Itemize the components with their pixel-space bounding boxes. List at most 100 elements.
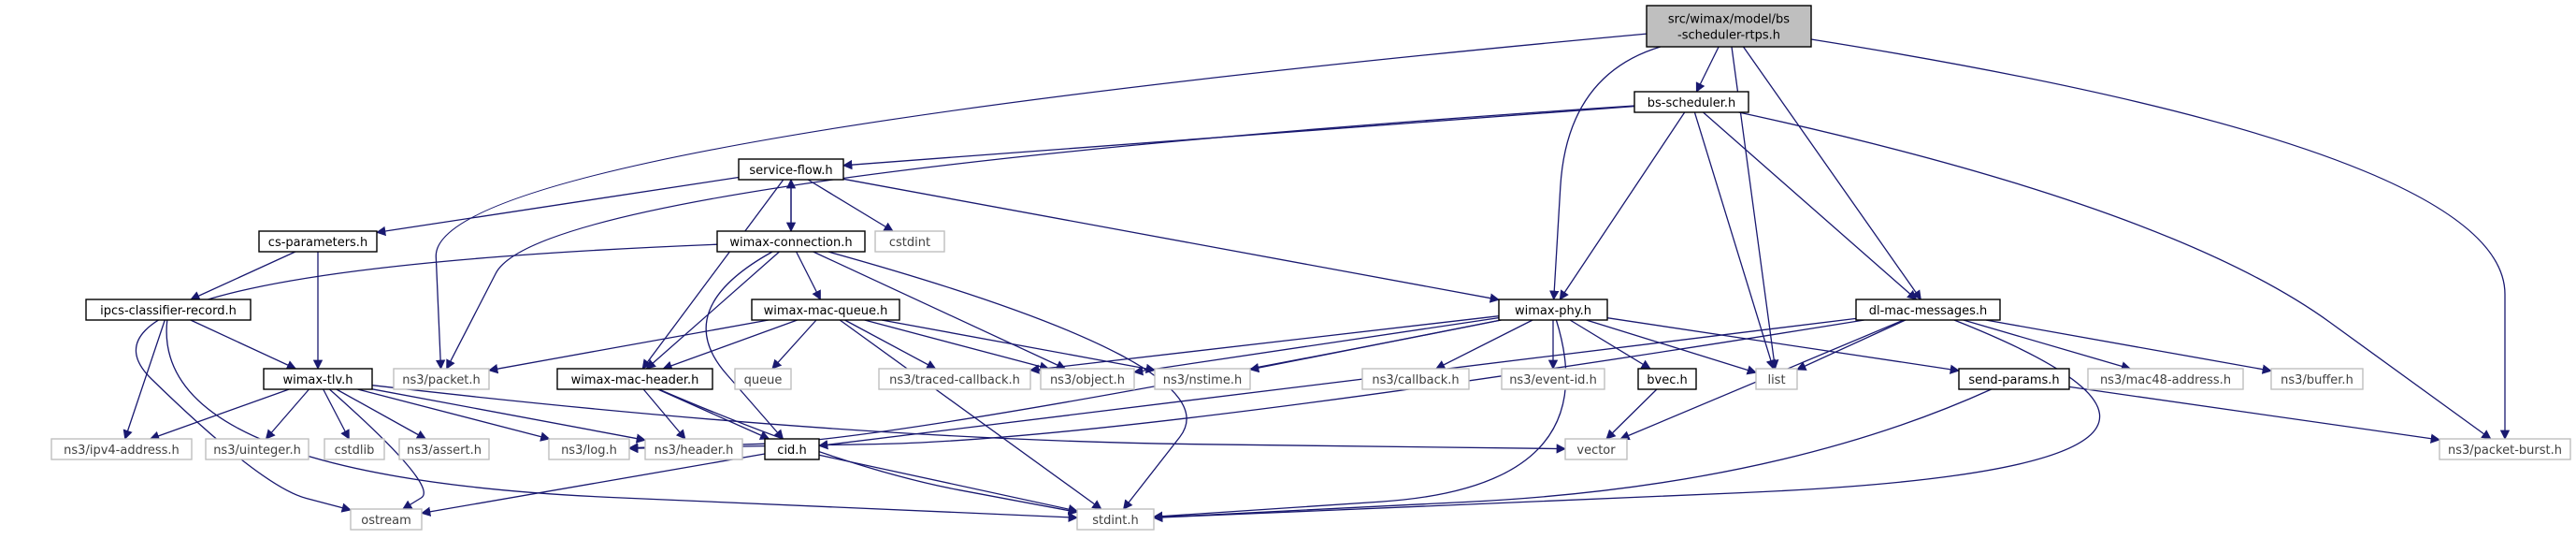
- node-root[interactable]: src/wimax/model/bs -scheduler-rtps.h: [1646, 5, 1812, 48]
- edge-service-flow-to-wimax-mac-header: [641, 179, 784, 370]
- node-box: [263, 368, 373, 390]
- node-label: cstdlib: [335, 444, 375, 458]
- node-cid[interactable]: cid.h: [764, 438, 820, 460]
- node-bvec[interactable]: bvec.h: [1637, 368, 1697, 390]
- node-label: ns3/packet.h: [402, 373, 481, 387]
- edge-wimax-phy-to-bvec: [1569, 319, 1651, 370]
- node-ipcs[interactable]: ipcs-classifier-record.h: [85, 299, 252, 321]
- edge-ipcs-to-wimax-tlv: [190, 319, 297, 370]
- node-box: [1498, 299, 1608, 321]
- edge-root-to-ns3-packet: [435, 33, 1648, 371]
- node-label: -scheduler-rtps.h: [1677, 29, 1780, 43]
- node-wimax-mac-queue[interactable]: wimax-mac-queue.h: [751, 299, 900, 321]
- edge-wimax-mac-queue-to-wimax-mac-header: [662, 319, 798, 371]
- edge-wimax-tlv-to-ns3-assert: [336, 388, 427, 440]
- edge-dl-mac-to-mac48: [1963, 319, 2132, 371]
- node-nstime: ns3/nstime.h: [1154, 368, 1251, 390]
- node-label: src/wimax/model/bs: [1668, 13, 1790, 27]
- node-label: ipcs-classifier-record.h: [100, 304, 237, 318]
- node-label: wimax-mac-header.h: [571, 373, 699, 387]
- node-label: dl-mac-messages.h: [1869, 304, 1988, 318]
- node-label: wimax-mac-queue.h: [764, 304, 888, 318]
- node-label: stdint.h: [1092, 514, 1138, 528]
- node-box: [50, 438, 193, 460]
- node-box: [393, 368, 490, 390]
- node-label: queue: [744, 373, 783, 387]
- node-box: [1646, 5, 1812, 48]
- edge-wimax-mac-queue-to-traced-callback: [844, 319, 937, 370]
- edge-wimax-phy-to-ns3-callback: [1434, 319, 1533, 370]
- node-label: ns3/mac48-address.h: [2100, 373, 2231, 387]
- node-wimax-phy[interactable]: wimax-phy.h: [1498, 299, 1608, 321]
- edge-wimax-mac-header-to-stdint: [658, 388, 1079, 516]
- node-box: [324, 438, 385, 460]
- node-ns3-log: ns3/log.h: [548, 438, 630, 460]
- edge-wimax-mac-header-to-ns3-header: [642, 388, 686, 440]
- edge-service-flow-to-wimax-phy: [842, 178, 1501, 303]
- node-bs-scheduler[interactable]: bs-scheduler.h: [1633, 91, 1749, 113]
- node-box: [1855, 299, 2001, 321]
- node-label: ns3/event-id.h: [1509, 373, 1597, 387]
- node-box: [751, 299, 900, 321]
- edge-wimax-connection-to-wimax-mac-queue: [796, 251, 821, 300]
- node-box: [1637, 368, 1697, 390]
- edge-root-to-wimax-phy: [1549, 46, 1661, 301]
- node-buffer: ns3/buffer.h: [2270, 368, 2364, 390]
- node-packet-burst: ns3/packet-burst.h: [2439, 438, 2571, 460]
- node-label: ns3/uinteger.h: [213, 444, 301, 458]
- node-label: cs-parameters.h: [268, 236, 367, 250]
- edge-wimax-connection-to-wimax-mac-header: [645, 251, 780, 370]
- node-wimax-connection[interactable]: wimax-connection.h: [716, 230, 866, 253]
- node-box: [258, 230, 378, 253]
- node-uinteger: ns3/uinteger.h: [205, 438, 309, 460]
- node-service-flow[interactable]: service-flow.h: [738, 158, 844, 181]
- node-ns3-assert: ns3/assert.h: [398, 438, 490, 460]
- node-box: [734, 368, 792, 390]
- node-cs-parameters[interactable]: cs-parameters.h: [258, 230, 378, 253]
- node-box: [1755, 368, 1798, 390]
- node-cstdint: cstdint: [874, 230, 945, 253]
- node-list: list: [1755, 368, 1798, 390]
- nodes-layer: src/wimax/model/bs -scheduler-rtps.h bs-sc…: [50, 5, 2571, 531]
- edge-wimax-phy-to-ns3-object: [1132, 316, 1500, 376]
- node-box: [1361, 368, 1470, 390]
- edge-wimax-mac-queue-to-queue: [771, 319, 817, 370]
- node-ipv4: ns3/ipv4-address.h: [50, 438, 193, 460]
- node-dl-mac[interactable]: dl-mac-messages.h: [1855, 299, 2001, 321]
- node-label: ns3/assert.h: [407, 444, 482, 458]
- edge-service-flow-to-cs-parameters: [375, 176, 740, 237]
- node-label: bs-scheduler.h: [1648, 96, 1736, 110]
- node-box: [548, 438, 630, 460]
- edge-wimax-mac-queue-to-stdint: [839, 319, 1102, 510]
- node-ostream: ostream: [350, 508, 423, 531]
- node-box: [2270, 368, 2364, 390]
- edge-wimax-tlv-to-vector: [371, 385, 1567, 454]
- edge-ipcs-to-ipv4: [122, 319, 165, 440]
- node-box: [1040, 368, 1135, 390]
- node-label: wimax-phy.h: [1515, 304, 1591, 318]
- node-box: [1564, 438, 1628, 460]
- node-wimax-tlv[interactable]: wimax-tlv.h: [263, 368, 373, 390]
- edge-bs-scheduler-to-list: [1693, 111, 1776, 370]
- node-vector: vector: [1564, 438, 1628, 460]
- node-wimax-mac-header[interactable]: wimax-mac-header.h: [556, 368, 713, 390]
- edge-wimax-connection-to-ostream: [135, 243, 718, 513]
- node-label: wimax-tlv.h: [282, 373, 353, 387]
- node-box: [350, 508, 423, 531]
- node-box: [1501, 368, 1605, 390]
- edge-wimax-mac-queue-to-nstime: [881, 319, 1157, 374]
- node-box: [874, 230, 945, 253]
- edge-wimax-tlv-to-cstdlib: [323, 388, 350, 440]
- edge-dl-mac-to-cid: [817, 317, 1857, 450]
- node-box: [2087, 368, 2244, 390]
- edge-wimax-mac-queue-to-ns3-object: [864, 319, 1050, 371]
- node-box: [1958, 368, 2070, 390]
- edge-wimax-phy-to-stdint: [1152, 319, 1567, 521]
- edge-wimax-phy-to-send-params: [1606, 317, 1961, 374]
- node-send-params[interactable]: send-params.h: [1958, 368, 2070, 390]
- edge-dl-mac-to-buffer: [1985, 319, 2273, 374]
- node-cstdlib: cstdlib: [324, 438, 385, 460]
- edge-wimax-connection-to-ns3-object: [813, 251, 1067, 370]
- node-label: ns3/packet-burst.h: [2448, 444, 2562, 458]
